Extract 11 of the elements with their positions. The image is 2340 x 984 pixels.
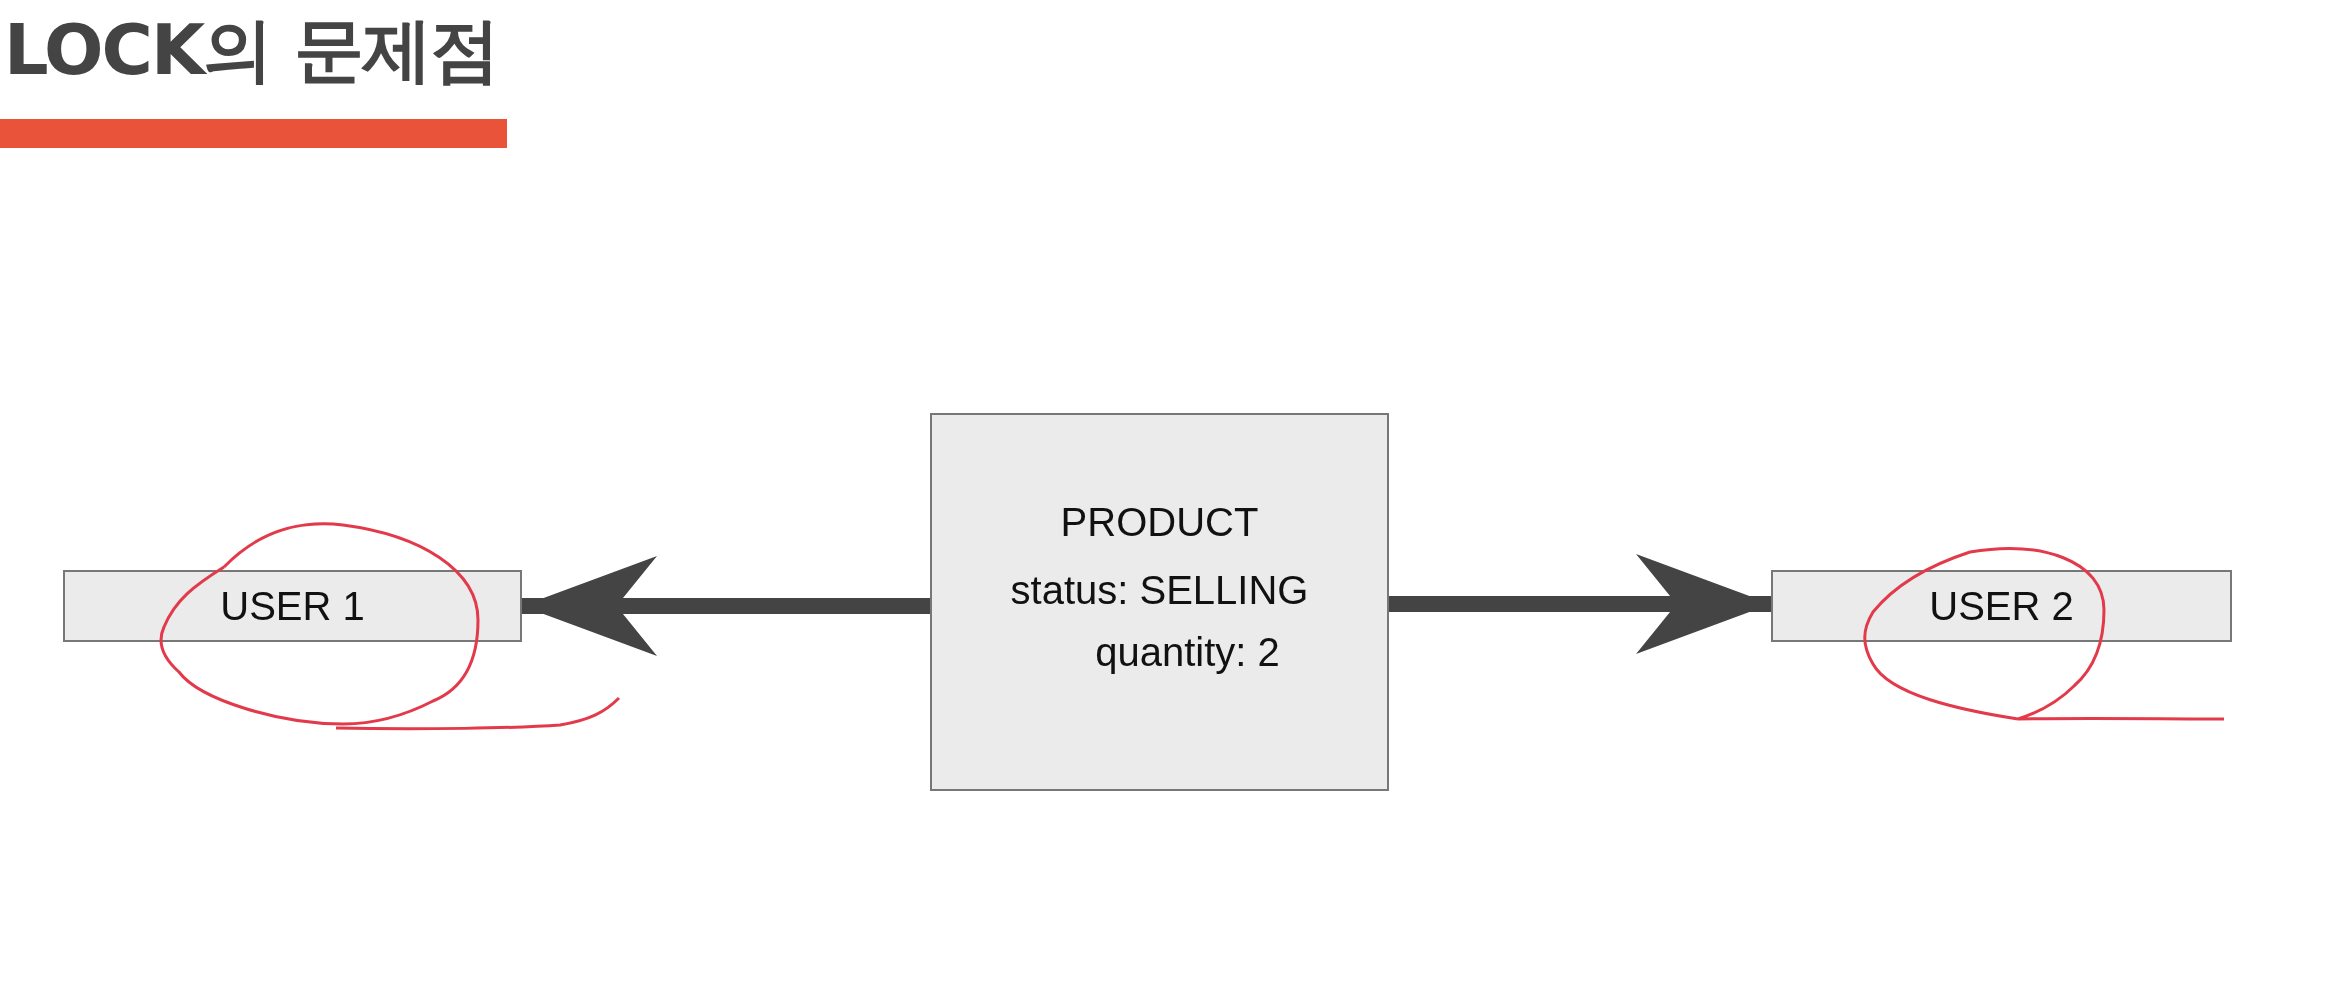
box-title: USER 1 [220, 583, 365, 630]
user-box [1771, 570, 2232, 642]
box-title: PRODUCT [1060, 499, 1259, 546]
entity-box [930, 413, 1389, 791]
box-text: status: SELLING [1010, 567, 1309, 614]
arrow [522, 556, 930, 656]
slide-title: LOCK의 문제점 [4, 8, 498, 93]
arrow [1389, 554, 1771, 654]
user-box [63, 570, 522, 642]
box-text: quantity: 2 [1095, 629, 1280, 676]
box-title: USER 2 [1929, 583, 2074, 630]
